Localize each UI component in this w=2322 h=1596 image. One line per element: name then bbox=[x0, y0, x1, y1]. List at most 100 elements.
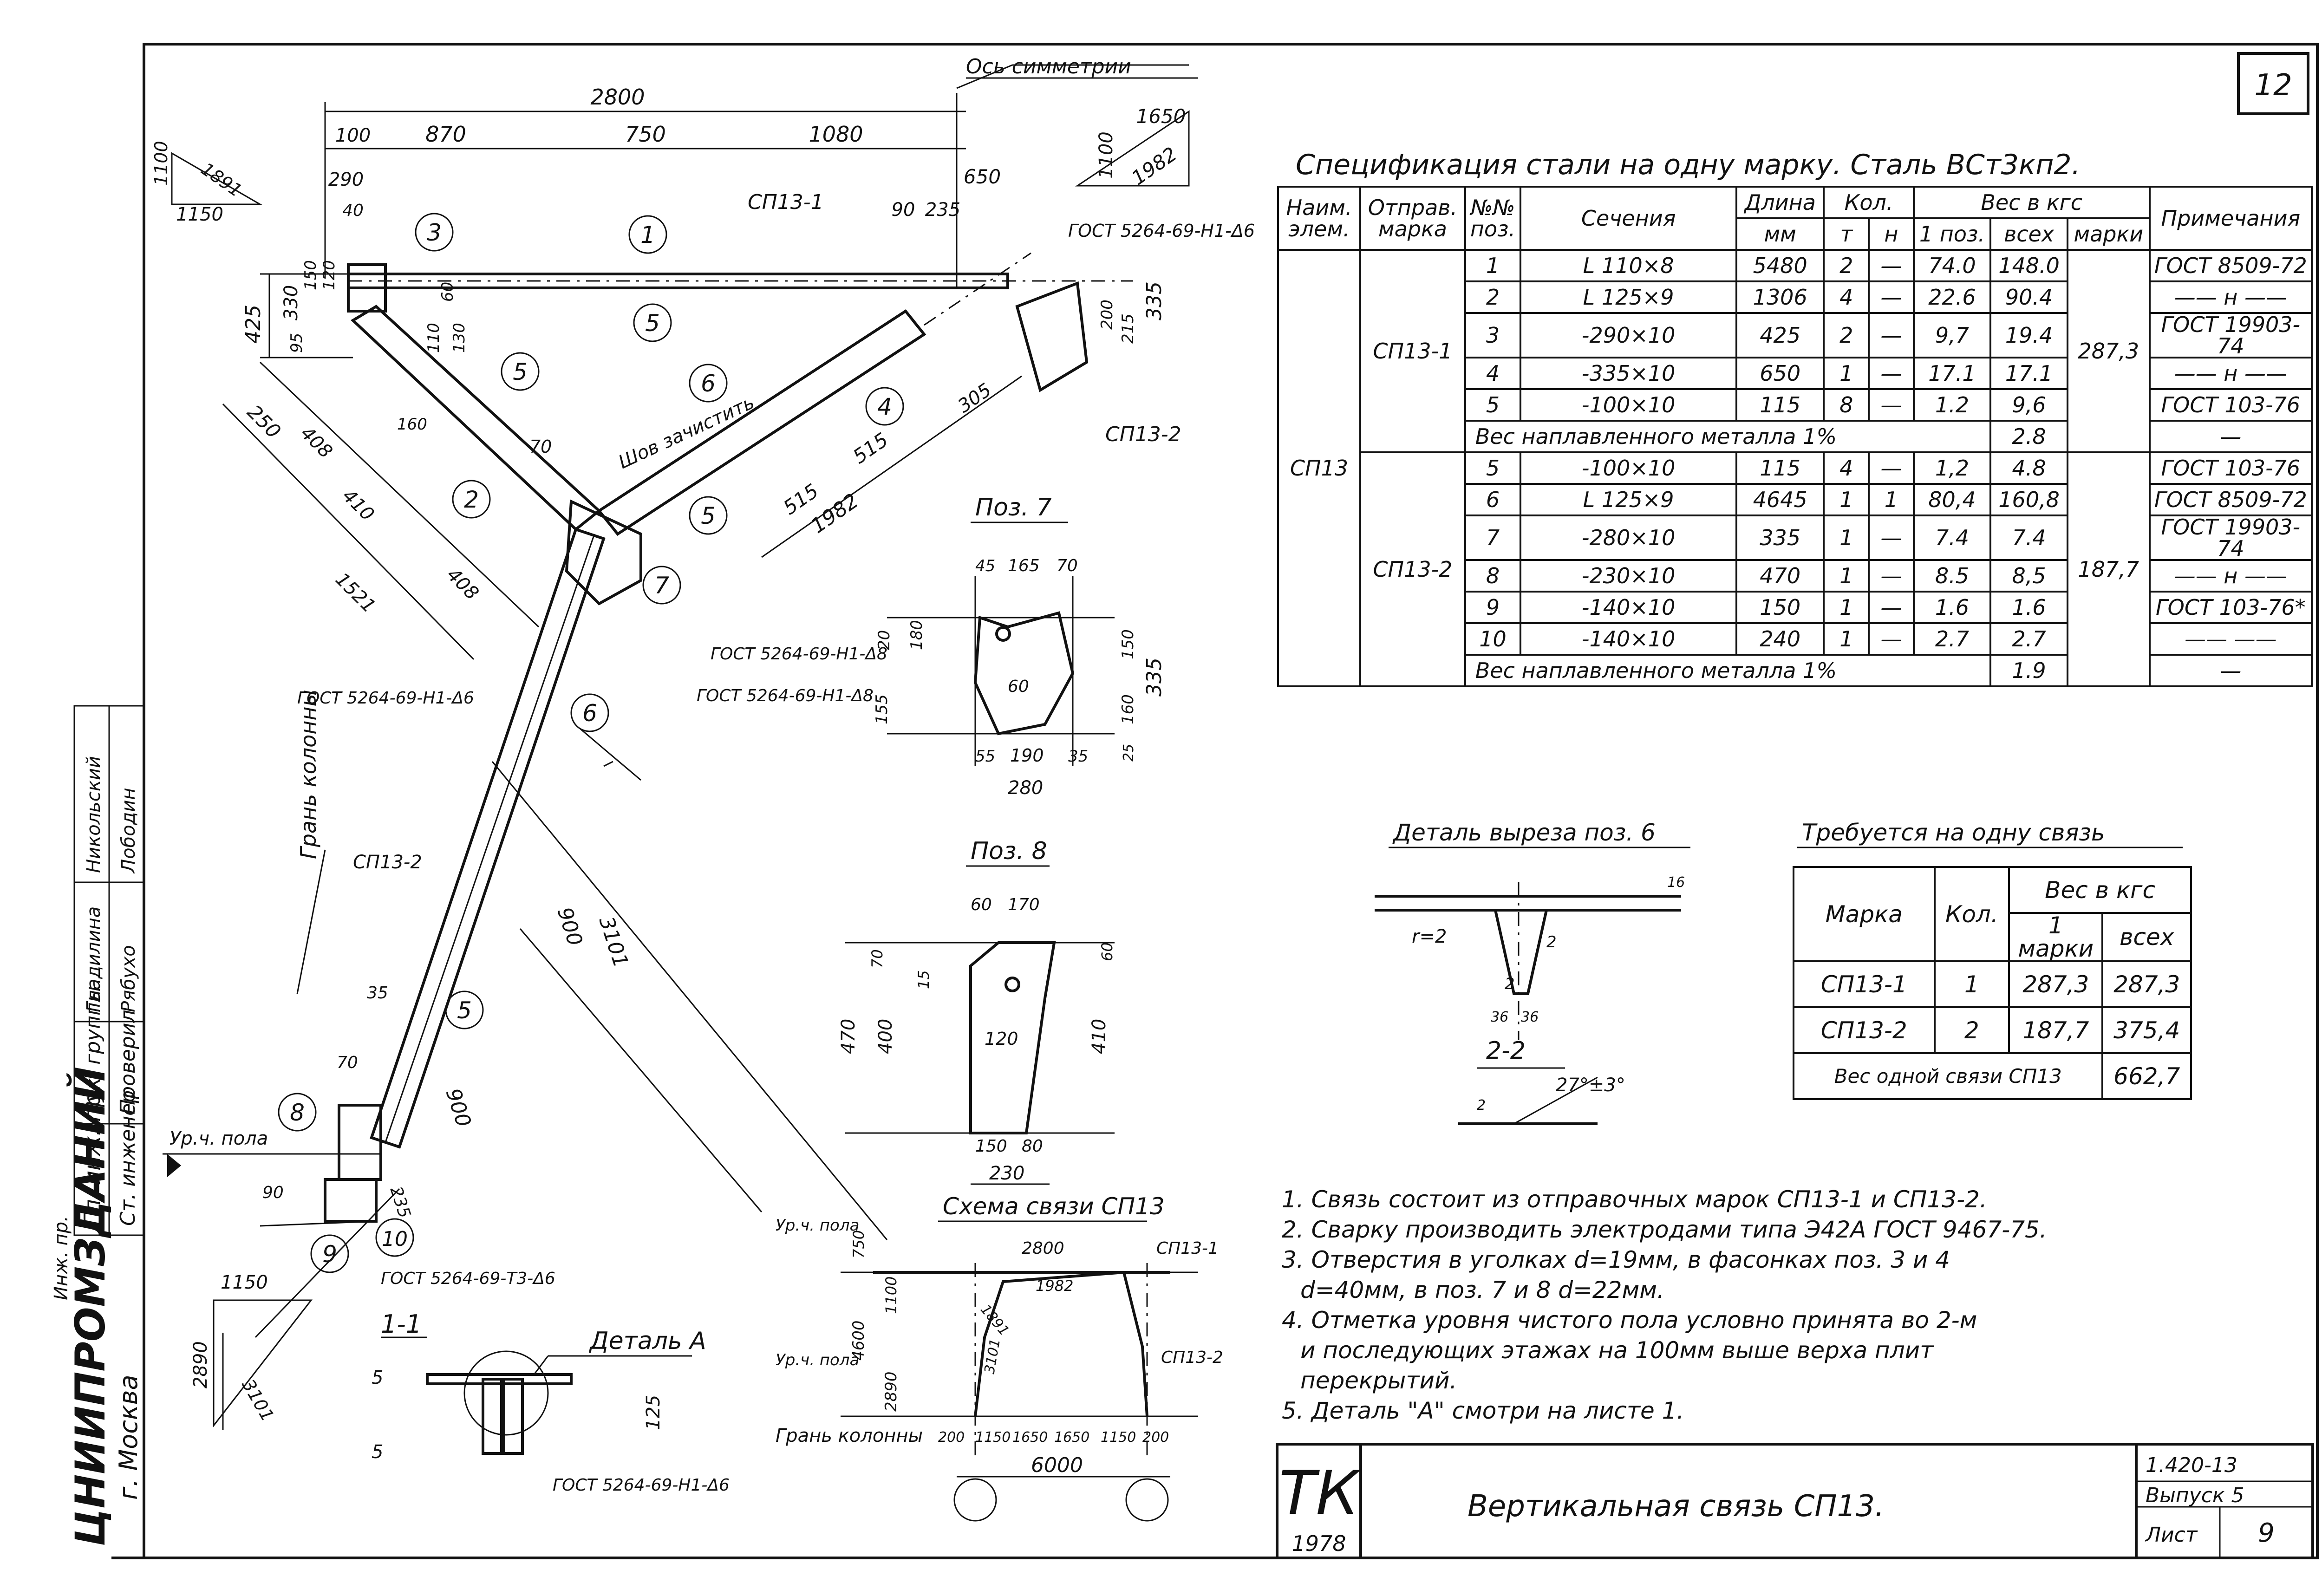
callout-2: 2 bbox=[464, 486, 479, 513]
weld-value-1: 2.8 bbox=[1989, 420, 2068, 453]
cut-detail: Деталь выреза поз. 6 16 r=2 2 2 36 36 2-… bbox=[1375, 819, 1690, 1125]
cell: — bbox=[1868, 622, 1915, 656]
table-row: 2 L 125×9 1306 4 — 22.6 90.4 —— н —— bbox=[1278, 280, 2313, 314]
cell: 1306 bbox=[1735, 280, 1825, 314]
pos7-detail: Поз. 7 45 165 70 20 180 150 335 160 155 … bbox=[873, 494, 1166, 799]
cell: 287,3 bbox=[2101, 960, 2192, 1008]
dim-650: 650 bbox=[964, 165, 1001, 188]
cell: 1.6 bbox=[1989, 591, 2068, 624]
spec-h-length: Длина bbox=[1735, 186, 1825, 219]
cell: — bbox=[1868, 451, 1915, 485]
scheme-dim-6000: 6000 bbox=[1031, 1453, 1083, 1477]
pos7-dim-280: 280 bbox=[1008, 777, 1043, 799]
year: 1978 bbox=[1291, 1531, 1346, 1556]
callout-3: 3 bbox=[427, 219, 442, 246]
dim-425: 425 bbox=[241, 305, 265, 344]
scheme-sp13: Схема связи СП13 Ур.ч. пола Ур.ч. пола С… bbox=[776, 1193, 1223, 1522]
spec-element: СП13 bbox=[1277, 249, 1362, 687]
spec-table: Наим. элем. Отправ. марка №№ поз. Сечени… bbox=[1277, 186, 2313, 687]
table-row: СП13-2 2 187,7 375,4 bbox=[1793, 1006, 2192, 1054]
cell: 8 bbox=[1464, 559, 1522, 593]
cell: СП13-1 bbox=[1793, 960, 1936, 1008]
cell: 8.5 bbox=[1912, 559, 1992, 593]
cell: 2 bbox=[1823, 249, 1870, 282]
pos8-dim-70: 70 bbox=[868, 949, 886, 968]
cell: 2.7 bbox=[1989, 622, 2068, 656]
req-h-mark: Марка bbox=[1793, 866, 1936, 962]
dim-235: 235 bbox=[925, 199, 960, 221]
section-1-1-title: 1-1 bbox=[381, 1309, 422, 1339]
dim-95: 95 bbox=[287, 333, 306, 353]
cell: 1,2 bbox=[1912, 451, 1992, 485]
cell: 470 bbox=[1735, 559, 1825, 593]
callout-10: 10 bbox=[382, 1227, 408, 1251]
pos8-dim-15: 15 bbox=[915, 970, 933, 989]
dim-60: 60 bbox=[438, 282, 457, 302]
cell: — bbox=[1868, 312, 1915, 358]
cell: — bbox=[1868, 559, 1915, 593]
dim-335: 335 bbox=[1142, 281, 1166, 320]
dim-870: 870 bbox=[425, 122, 466, 147]
mark-sp131-label: СП13-1 bbox=[748, 190, 824, 214]
cell: 19.4 bbox=[1989, 312, 2068, 358]
pos8-dim-120: 120 bbox=[985, 1029, 1018, 1049]
cell: L 125×9 bbox=[1520, 280, 1737, 314]
spec-title: Спецификация стали на одну марку. Сталь … bbox=[1296, 149, 2081, 181]
cell: ГОСТ 103-76 bbox=[2148, 388, 2313, 422]
pos8-dim-470: 470 bbox=[838, 1019, 859, 1054]
table-row: СП13-1 1 287,3 287,3 bbox=[1793, 960, 2192, 1008]
column-face-label: Грань колонны bbox=[296, 690, 321, 859]
weld-label-2: Вес наплавленного металла 1% bbox=[1464, 654, 1992, 687]
dim-110: 110 bbox=[424, 323, 443, 353]
dim-35: 35 bbox=[367, 984, 388, 1003]
cell: 375,4 bbox=[2101, 1006, 2192, 1054]
cell: -335×10 bbox=[1520, 357, 1737, 390]
notes-block: 1. Связь состоит из отправочных марок СП… bbox=[1282, 1186, 2047, 1424]
cell: 1 bbox=[1823, 357, 1870, 390]
cell: 115 bbox=[1735, 388, 1825, 422]
spec-h-length-unit: мм bbox=[1735, 217, 1825, 251]
spec-h-mark: Отправ. марка bbox=[1359, 186, 1466, 251]
stamp-role-2: Рук. группы bbox=[81, 986, 105, 1114]
pos7-dim-180: 180 bbox=[907, 620, 926, 650]
dim-2800: 2800 bbox=[590, 85, 645, 110]
dim-120: 120 bbox=[320, 260, 339, 290]
cell: 7.4 bbox=[1912, 515, 1992, 561]
cell: 1.2 bbox=[1912, 388, 1992, 422]
cell: 1 bbox=[1823, 559, 1870, 593]
cell: 240 bbox=[1735, 622, 1825, 656]
cell: — bbox=[1868, 357, 1915, 390]
callout-7: 7 bbox=[654, 572, 669, 599]
pos7-dim-190: 190 bbox=[1010, 745, 1044, 766]
dim-70b: 70 bbox=[337, 1053, 358, 1072]
gost-weld-sec11: ГОСТ 5264-69-Н1-Δ6 bbox=[553, 1476, 730, 1495]
cell: 187,7 bbox=[2008, 1006, 2104, 1054]
scheme-dim-1891: 1891 bbox=[977, 1302, 1012, 1339]
cell: 5480 bbox=[1735, 249, 1825, 282]
dim-90-215: 215 bbox=[1119, 313, 1137, 344]
spec-h-qty-n: н bbox=[1868, 217, 1915, 251]
pos7-dim-55: 55 bbox=[975, 747, 995, 766]
table-row: 6 L 125×9 4645 1 1 80,4 160,8 ГОСТ 8509-… bbox=[1278, 483, 2313, 516]
cell: 9,7 bbox=[1912, 312, 1992, 358]
req-total-label: Вес одной связи СП13 bbox=[1792, 1052, 2104, 1100]
pos8-dim-150: 150 bbox=[975, 1137, 1007, 1156]
pos7-dim-165: 165 bbox=[1008, 556, 1040, 575]
cell: 1 bbox=[1868, 483, 1915, 516]
dim-70: 70 bbox=[529, 436, 552, 457]
dim-1100-r: 1100 bbox=[1096, 131, 1117, 179]
table-row: 10 -140×10 240 1 — 2.7 2.7 —— —— bbox=[1278, 622, 2313, 656]
cell: ГОСТ 19903-74 bbox=[2148, 312, 2313, 358]
cell: 22.6 bbox=[1912, 280, 1992, 314]
callout-8: 8 bbox=[290, 1099, 305, 1126]
cell: 4.8 bbox=[1989, 451, 2068, 485]
gost-weld-bottom: ГОСТ 5264-69-Т3-Δ6 bbox=[381, 1269, 555, 1288]
spec-h-w-mark: марки bbox=[2066, 217, 2151, 251]
scheme-title: Схема связи СП13 bbox=[943, 1193, 1165, 1220]
weld-note-2: — bbox=[2148, 654, 2313, 687]
dim-290: 290 bbox=[328, 169, 364, 190]
dim-90-70: 90 bbox=[262, 1183, 284, 1202]
mark-sp132-label-b: СП13-2 bbox=[353, 852, 422, 873]
dim-40: 40 bbox=[342, 201, 364, 220]
